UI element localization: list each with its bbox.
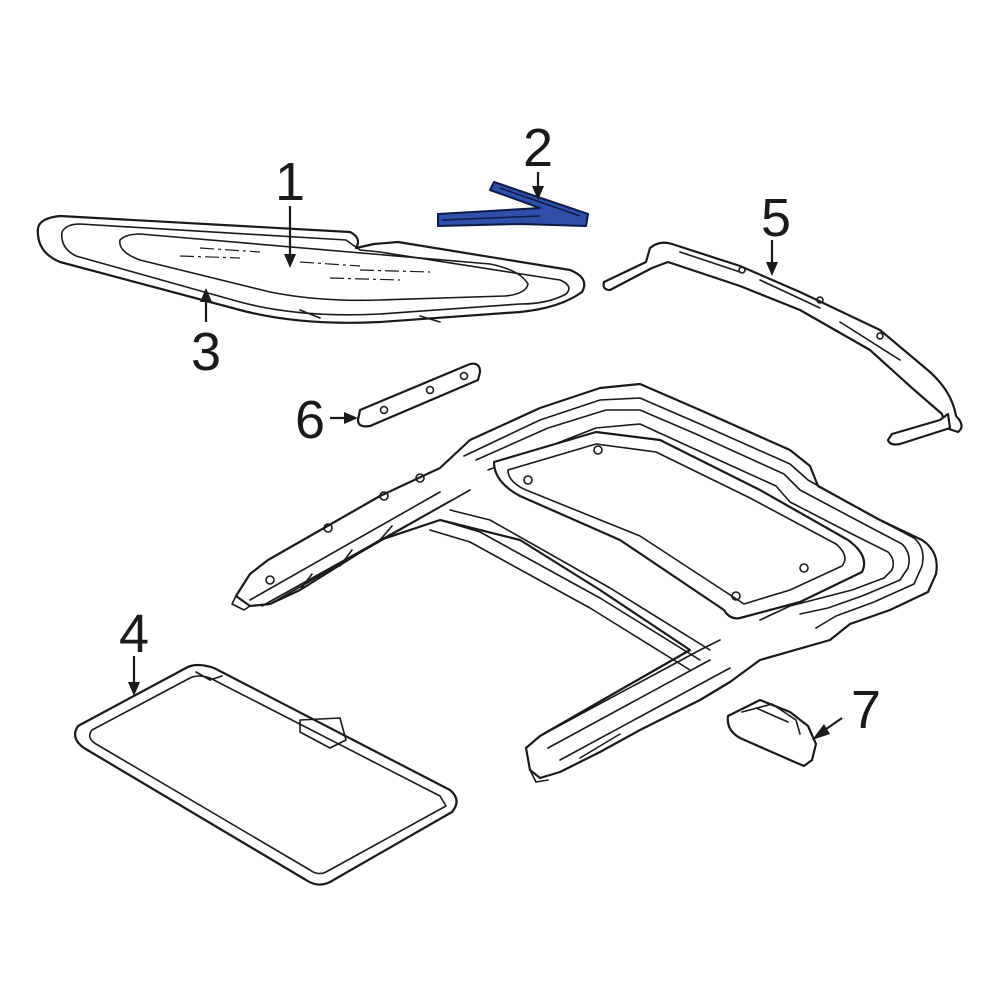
callout-number-4: 4	[119, 604, 149, 664]
mounting-bracket[interactable]	[726, 698, 818, 768]
guide-bar[interactable]	[356, 362, 482, 428]
sunshade-panel[interactable]	[73, 663, 458, 886]
callout-number-7: 7	[851, 680, 881, 740]
weatherstrip-highlighted[interactable]	[437, 181, 589, 227]
callout-arrows	[128, 172, 843, 740]
callout-number-2: 2	[523, 118, 553, 178]
callout-number-1: 1	[275, 152, 305, 212]
glass-panel-assembly[interactable]	[36, 214, 586, 324]
callout-number-5: 5	[761, 188, 791, 248]
sunroof-housing-frame[interactable]	[231, 382, 938, 783]
callout-number-3: 3	[191, 322, 221, 382]
drain-seal-rail[interactable]	[602, 241, 963, 446]
callout-number-6: 6	[295, 390, 325, 450]
